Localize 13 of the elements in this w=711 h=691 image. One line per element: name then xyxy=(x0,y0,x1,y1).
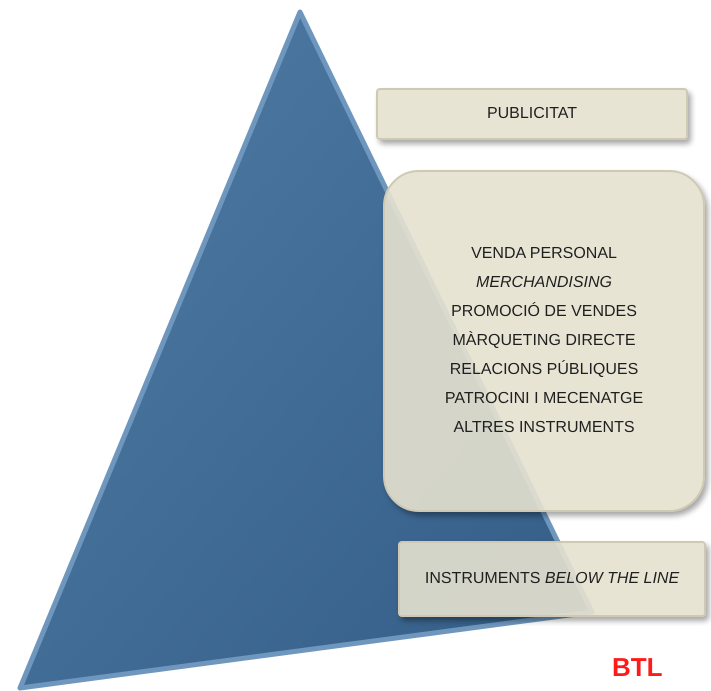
list-item: VENDA PERSONAL xyxy=(471,244,617,264)
list-item: ALTRES INSTRUMENTS xyxy=(453,418,635,438)
list-item: PUBLICITAT xyxy=(486,104,578,124)
list-item: PROMOCIÓ DE VENDES xyxy=(451,302,637,322)
label-box xyxy=(376,88,688,140)
list-item: INSTRUMENTS BELOW THE LINE xyxy=(424,569,680,589)
list-item: RELACIONS PÚBLIQUES xyxy=(450,360,638,380)
list-item: MERCHANDISING xyxy=(476,273,612,293)
list-item: MÀRQUETING DIRECTE xyxy=(452,331,636,351)
list-item: PATROCINI I MECENATGE xyxy=(444,389,644,409)
rounded-panel xyxy=(383,170,705,512)
label-box xyxy=(398,541,706,617)
corner-label: BTL xyxy=(612,651,663,684)
